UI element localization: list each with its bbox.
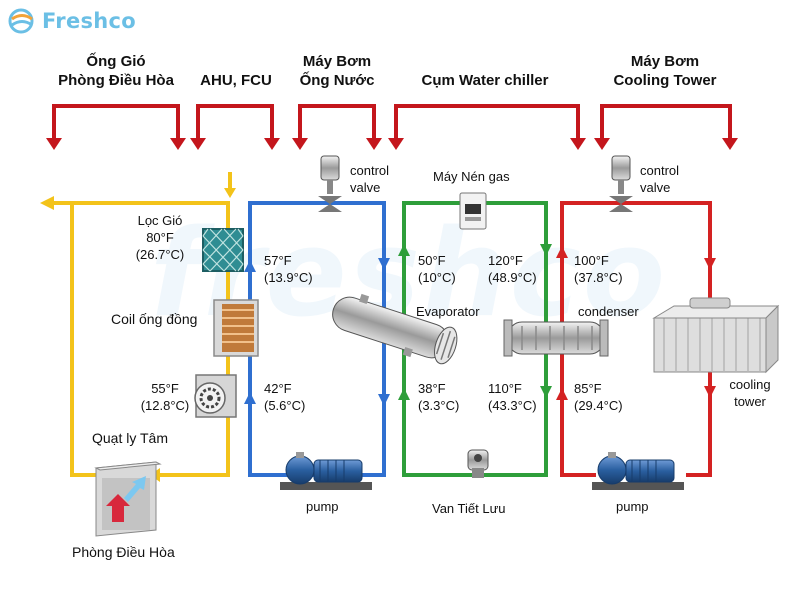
chw-supply-temp: 57°F (13.9°C) <box>264 252 313 286</box>
cond-out-temp: 110°F (43.3°C) <box>488 380 537 414</box>
compressor-icon <box>459 192 487 230</box>
ct-hot-temp: 100°F (37.8°C) <box>574 252 623 286</box>
air-filter-label: Lọc Gió 80°F (26.7°C) <box>120 212 200 263</box>
chilled-water-arrows <box>244 258 390 406</box>
freshco-logo-icon <box>8 8 34 34</box>
evap-out-c: (3.3°C) <box>418 398 460 413</box>
chilled-water-loop <box>248 201 386 477</box>
evap-in-f: 50°F <box>418 253 446 268</box>
coil-label: Coil ống đồng <box>111 311 198 327</box>
header-pump: Máy Bơm Ống Nước <box>292 52 382 90</box>
header-cooling-tower: Máy Bơm Cooling Tower <box>600 52 730 90</box>
control-valve-icon <box>609 155 633 212</box>
expansion-valve-icon <box>467 449 489 478</box>
header-pump-line1: Máy Bơm <box>302 53 372 70</box>
control-valve-icon <box>318 155 342 212</box>
cooling-tower-line2: tower <box>734 394 766 409</box>
chw-return-temp: 42°F (5.6°C) <box>264 380 305 414</box>
chw-supply-c: (13.9°C) <box>264 270 313 285</box>
water-pump-icon <box>280 452 372 490</box>
air-filter-name: Lọc Gió <box>137 213 183 228</box>
header-duct-line2: Phòng Điều Hòa <box>58 72 174 89</box>
evap-in-c: (10°C) <box>418 270 456 285</box>
centrifugal-fan-icon <box>194 374 237 418</box>
pump-label-2: pump <box>616 499 649 514</box>
ct-cool-temp: 85°F (29.4°C) <box>574 380 623 414</box>
ct-cool-c: (29.4°C) <box>574 398 623 413</box>
filter-temp-c: (26.7°C) <box>135 247 185 262</box>
chw-supply-f: 57°F <box>264 253 292 268</box>
filter-temp-f: 80°F <box>146 230 174 245</box>
header-pump-line2: Ống Nước <box>299 72 375 89</box>
fan-temp-c: (12.8°C) <box>140 398 190 413</box>
evaporator-label: Evaporator <box>416 304 480 319</box>
room-label: Phòng Điều Hòa <box>72 544 175 560</box>
air-filter-icon <box>202 228 244 272</box>
pump-label-1: pump <box>306 499 339 514</box>
header-bracket-ahu <box>196 104 274 140</box>
cooling-tower-label: cooling tower <box>718 376 782 410</box>
cond-in-f: 120°F <box>488 253 523 268</box>
room-box-icon <box>94 461 162 537</box>
cooling-tower-icon <box>652 297 780 374</box>
condenser-label: condenser <box>578 304 639 319</box>
cond-out-c: (43.3°C) <box>488 398 537 413</box>
control-valve-label-2: control valve <box>640 162 679 196</box>
header-arrowheads <box>46 138 738 150</box>
compressor-label: Máy Nén gas <box>433 169 510 184</box>
header-duct: Ống Gió Phòng Điều Hòa <box>50 52 182 90</box>
header-duct-line1: Ống Gió <box>86 53 146 70</box>
header-ahu: AHU, FCU <box>200 72 272 89</box>
header-bracket-pump <box>298 104 376 140</box>
chw-return-f: 42°F <box>264 381 292 396</box>
evap-in-temp: 50°F (10°C) <box>418 252 456 286</box>
ct-hot-f: 100°F <box>574 253 609 268</box>
header-bracket-cooling-tower <box>600 104 732 140</box>
header-bracket-duct <box>52 104 180 140</box>
expansion-valve-label: Van Tiết Lưu <box>432 501 506 516</box>
water-pump-icon <box>592 452 684 490</box>
cond-in-temp: 120°F (48.9°C) <box>488 252 537 286</box>
refrigerant-arrows <box>398 244 552 400</box>
fan-label: Quạt ly Tâm <box>92 430 168 446</box>
brand-name: Freshco <box>42 9 137 33</box>
control-valve-2-line1: control <box>640 163 680 178</box>
control-valve-label-1: control valve <box>350 162 389 196</box>
copper-coil-icon <box>213 299 259 357</box>
ct-cool-f: 85°F <box>574 381 602 396</box>
control-valve-1-line1: control <box>350 163 390 178</box>
evap-out-temp: 38°F (3.3°C) <box>418 380 459 414</box>
cond-out-f: 110°F <box>488 381 522 396</box>
header-chiller: Cụm Water chiller <box>421 72 549 89</box>
ct-hot-c: (37.8°C) <box>574 270 623 285</box>
shell-tube-condenser-icon <box>503 319 609 357</box>
header-bracket-chiller <box>394 104 580 140</box>
condenser-water-loop <box>560 201 712 477</box>
shell-tube-evaporator-icon <box>332 293 458 365</box>
brand-logo: Freshco <box>8 8 136 34</box>
control-valve-1-line2: valve <box>350 180 381 195</box>
evap-out-f: 38°F <box>418 381 446 396</box>
condenser-water-arrows <box>556 246 716 400</box>
header-ct-line2: Cooling Tower <box>613 72 717 89</box>
control-valve-2-line2: valve <box>640 180 671 195</box>
fan-temp-f: 55°F <box>151 381 179 396</box>
fan-temp-label: 55°F (12.8°C) <box>130 380 200 414</box>
chw-return-c: (5.6°C) <box>264 398 306 413</box>
cooling-tower-line1: cooling <box>729 377 771 392</box>
cond-in-c: (48.9°C) <box>488 270 537 285</box>
header-ct-line1: Máy Bơm <box>630 53 700 70</box>
